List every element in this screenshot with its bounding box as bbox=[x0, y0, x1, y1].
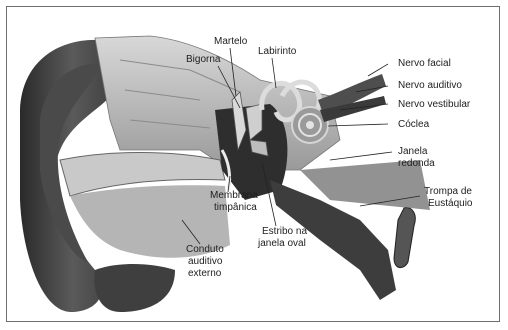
label-martelo: Martelo bbox=[214, 36, 247, 47]
label-trompa-2: Eustáquio bbox=[428, 198, 472, 209]
label-estribo-1: Estribo na bbox=[262, 226, 307, 237]
label-nervo-vestibular: Nervo vestibular bbox=[398, 99, 470, 110]
label-estribo-2: janela oval bbox=[258, 238, 306, 249]
label-nervo-facial: Nervo facial bbox=[398, 58, 451, 69]
skin-lower bbox=[94, 264, 175, 312]
label-trompa-1: Trompa de bbox=[424, 186, 472, 197]
label-membrana-2: timpânica bbox=[214, 202, 257, 213]
label-coclea: Cóclea bbox=[398, 119, 429, 130]
label-conduto-3: externo bbox=[188, 268, 221, 279]
label-labirinto: Labirinto bbox=[258, 46, 296, 57]
label-conduto-2: auditivo bbox=[188, 256, 222, 267]
label-bigorna: Bigorna bbox=[186, 54, 220, 65]
label-nervo-auditivo: Nervo auditivo bbox=[398, 80, 462, 91]
label-membrana-1: Membrana bbox=[210, 190, 258, 201]
eustachian-cartilage bbox=[394, 208, 415, 268]
label-janela-redonda-2: redonda bbox=[398, 158, 435, 169]
label-conduto-1: Conduto bbox=[186, 244, 224, 255]
label-janela-redonda-1: Janela bbox=[398, 146, 427, 157]
